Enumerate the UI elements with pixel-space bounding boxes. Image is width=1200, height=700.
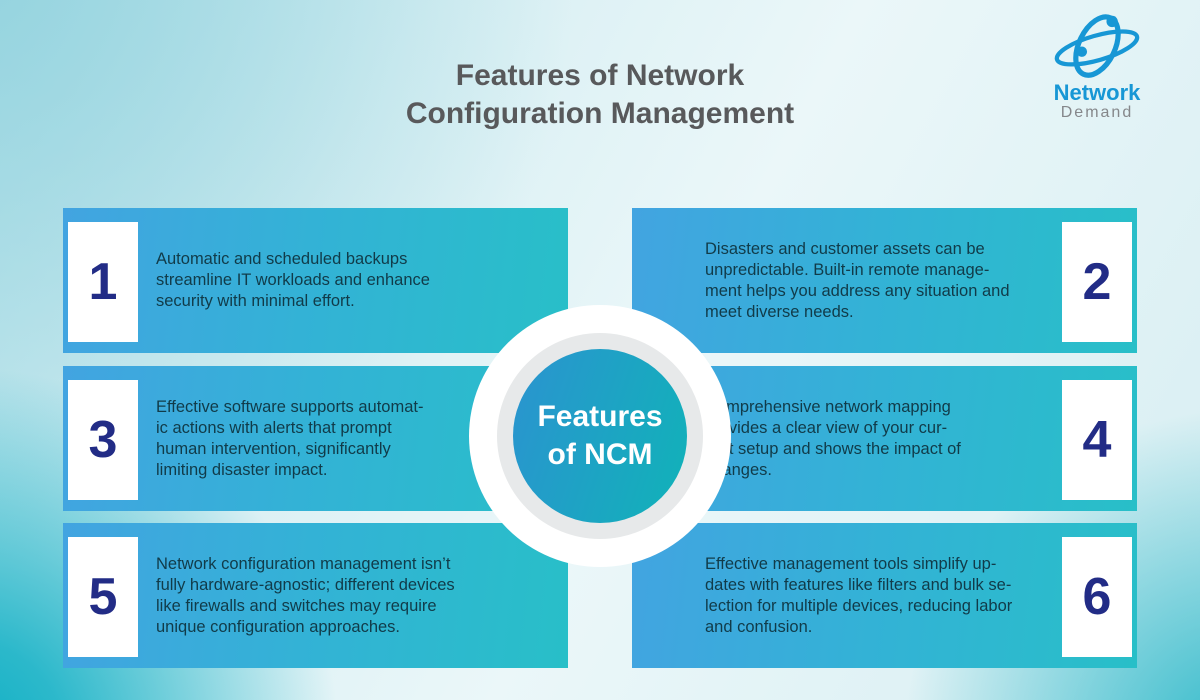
feature-number: 3: [88, 411, 118, 469]
feature-number-box: 4: [1062, 380, 1132, 500]
feature-text: Comprehensive network mapping provides a…: [705, 397, 961, 479]
feature-number: 2: [1082, 253, 1112, 311]
feature-number-box: 3: [68, 380, 138, 500]
feature-number-box: 6: [1062, 537, 1132, 657]
brand-logo: Network Demand: [1022, 12, 1172, 122]
feature-number-box: 2: [1062, 222, 1132, 342]
feature-number-box: 5: [68, 537, 138, 657]
atom-orbits-icon: [1054, 14, 1140, 78]
feature-card-1: 1 Automatic and scheduled backups stream…: [63, 208, 568, 353]
brand-name: Network: [1053, 80, 1141, 105]
feature-card-6: 6 Effective management tools simplify up…: [632, 523, 1137, 668]
page-title: Features of Network Configuration Manage…: [405, 59, 795, 130]
feature-text: Effective management tools simplify up- …: [705, 554, 1013, 636]
feature-number: 5: [88, 568, 118, 626]
center-badge: Features of NCM: [469, 305, 731, 567]
center-badge-label: Features of NCM: [513, 349, 687, 523]
feature-number: 1: [88, 253, 118, 311]
feature-number: 4: [1082, 411, 1112, 469]
feature-number: 6: [1082, 568, 1112, 626]
feature-text: Disasters and customer assets can be unp…: [705, 239, 1010, 321]
feature-card-5: 5 Network configuration management isn’t…: [63, 523, 568, 668]
feature-number-box: 1: [68, 222, 138, 342]
feature-text: Network configuration management isn’t f…: [156, 554, 455, 636]
feature-text: Automatic and scheduled backups streamli…: [156, 250, 430, 310]
feature-card-2: 2 Disasters and customer assets can be u…: [632, 208, 1137, 353]
brand-subname: Demand: [1060, 104, 1134, 121]
feature-text: Effective software supports automat- ic …: [156, 397, 424, 479]
